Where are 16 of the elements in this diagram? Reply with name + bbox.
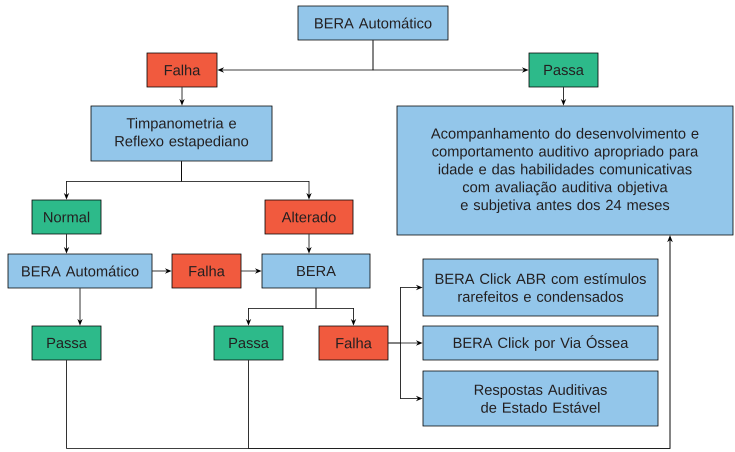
result-box: Alterado <box>264 200 354 234</box>
process-box: Acompanhamento do desenvolvimento e comportamento auditivo apropriado para idade e das habilidades comunicativas com avaliação auditiva objetiva e subjetiva antes dos 24 meses <box>396 106 734 236</box>
result-box: Passa <box>528 52 598 88</box>
process-box: BERA Click ABR com estímulos rarefeitos e condensados <box>422 258 658 316</box>
process-box: Respostas Auditivas de Estado Estável <box>422 370 658 426</box>
result-box: Falha <box>172 254 242 288</box>
result-box: Falha <box>318 326 388 360</box>
result-box: Normal <box>32 200 102 234</box>
process-box: BERA Click por Via Óssea <box>422 326 658 360</box>
process-box: BERA Automático <box>8 254 152 288</box>
process-box: BERA Automático <box>298 6 448 40</box>
result-box: Passa <box>214 326 284 360</box>
process-box: Timpanometria e Reflexo estapediano <box>90 106 272 162</box>
result-box: Passa <box>32 326 102 360</box>
process-box: BERA <box>262 254 370 288</box>
result-box: Falha <box>146 52 218 88</box>
